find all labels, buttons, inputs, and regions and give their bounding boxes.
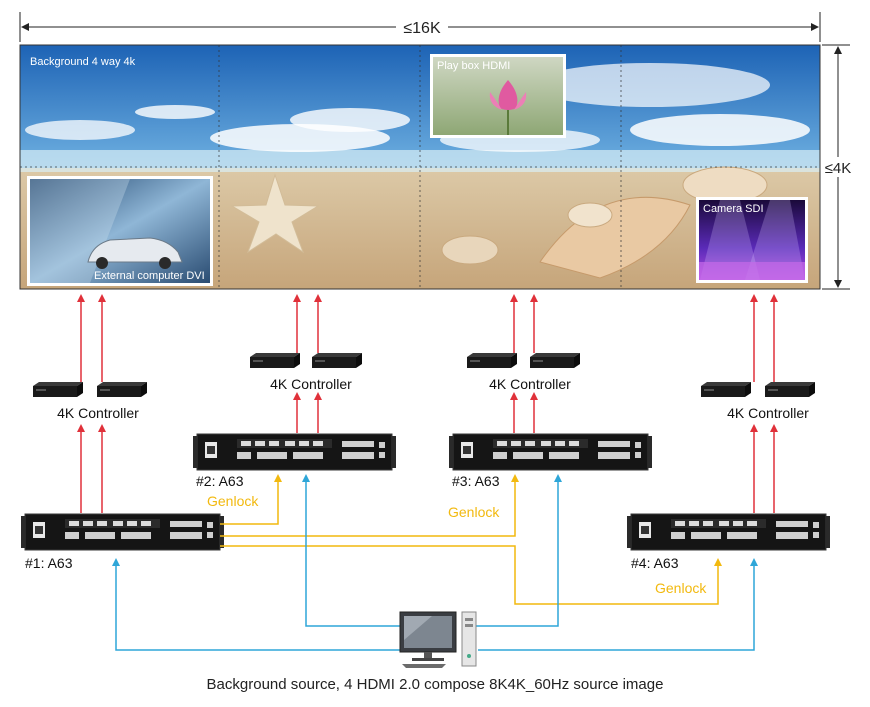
- led-controller-icon: [97, 382, 147, 397]
- controller-3-label: 4K Controller: [489, 376, 571, 392]
- processor-1: #1: A63: [20, 513, 225, 571]
- led-controller-icon: [530, 353, 580, 368]
- a63-processor-icon: [20, 513, 225, 551]
- processor-3: #3: A63: [448, 433, 653, 489]
- controller-2: 4K Controller: [250, 353, 362, 392]
- genlock-label-2: Genlock: [448, 504, 500, 520]
- controller-4-label: 4K Controller: [727, 405, 809, 421]
- processor-4-label: #4: A63: [631, 555, 679, 571]
- processor-1-label: #1: A63: [25, 555, 73, 571]
- source-lines: [112, 474, 758, 651]
- controller-1-label: 4K Controller: [57, 405, 139, 421]
- controller-2-label: 4K Controller: [270, 376, 352, 392]
- led-controller-icon: [765, 382, 815, 397]
- led-controller-icon: [250, 353, 300, 368]
- red-arrows-to-wall: [77, 294, 778, 382]
- dvi-window-label: External computer DVI: [94, 270, 205, 282]
- led-wall: Background 4 way 4k External computer DV…: [19, 44, 821, 290]
- a63-processor-icon: [448, 433, 653, 471]
- sdi-window-label: Camera SDI: [703, 203, 764, 215]
- hdmi-window-label: Play box HDMI: [437, 60, 510, 72]
- dvi-window: External computer DVI: [27, 176, 213, 286]
- background-label: Background 4 way 4k: [30, 56, 136, 68]
- height-label: ≤4K: [825, 160, 852, 177]
- hdmi-window: Play box HDMI: [430, 54, 566, 138]
- width-label: ≤16K: [403, 20, 441, 37]
- led-controller-icon: [701, 382, 751, 397]
- height-dimension: ≤4K: [822, 44, 854, 290]
- sdi-window: Camera SDI: [696, 197, 808, 283]
- width-dimension: ≤16K: [19, 12, 821, 42]
- controller-4: 4K Controller: [701, 382, 815, 421]
- processor-2-label: #2: A63: [196, 473, 244, 489]
- genlock-lines: [220, 474, 722, 605]
- genlock-label-1: Genlock: [207, 493, 259, 509]
- processor-4: #4: A63: [626, 513, 831, 571]
- processor-2: #2: A63: [192, 433, 397, 489]
- led-controller-icon: [33, 382, 83, 397]
- caption: Background source, 4 HDMI 2.0 compose 8K…: [206, 676, 664, 693]
- genlock-label-3: Genlock: [655, 580, 707, 596]
- a63-processor-icon: [626, 513, 831, 551]
- a63-processor-icon: [192, 433, 397, 471]
- processor-3-label: #3: A63: [452, 473, 500, 489]
- led-controller-icon: [467, 353, 517, 368]
- red-arrows-to-controllers: [77, 392, 778, 513]
- controller-1: 4K Controller: [33, 382, 147, 421]
- led-controller-icon: [312, 353, 362, 368]
- controller-3: 4K Controller: [467, 353, 580, 392]
- source-computer-icon: [399, 611, 477, 668]
